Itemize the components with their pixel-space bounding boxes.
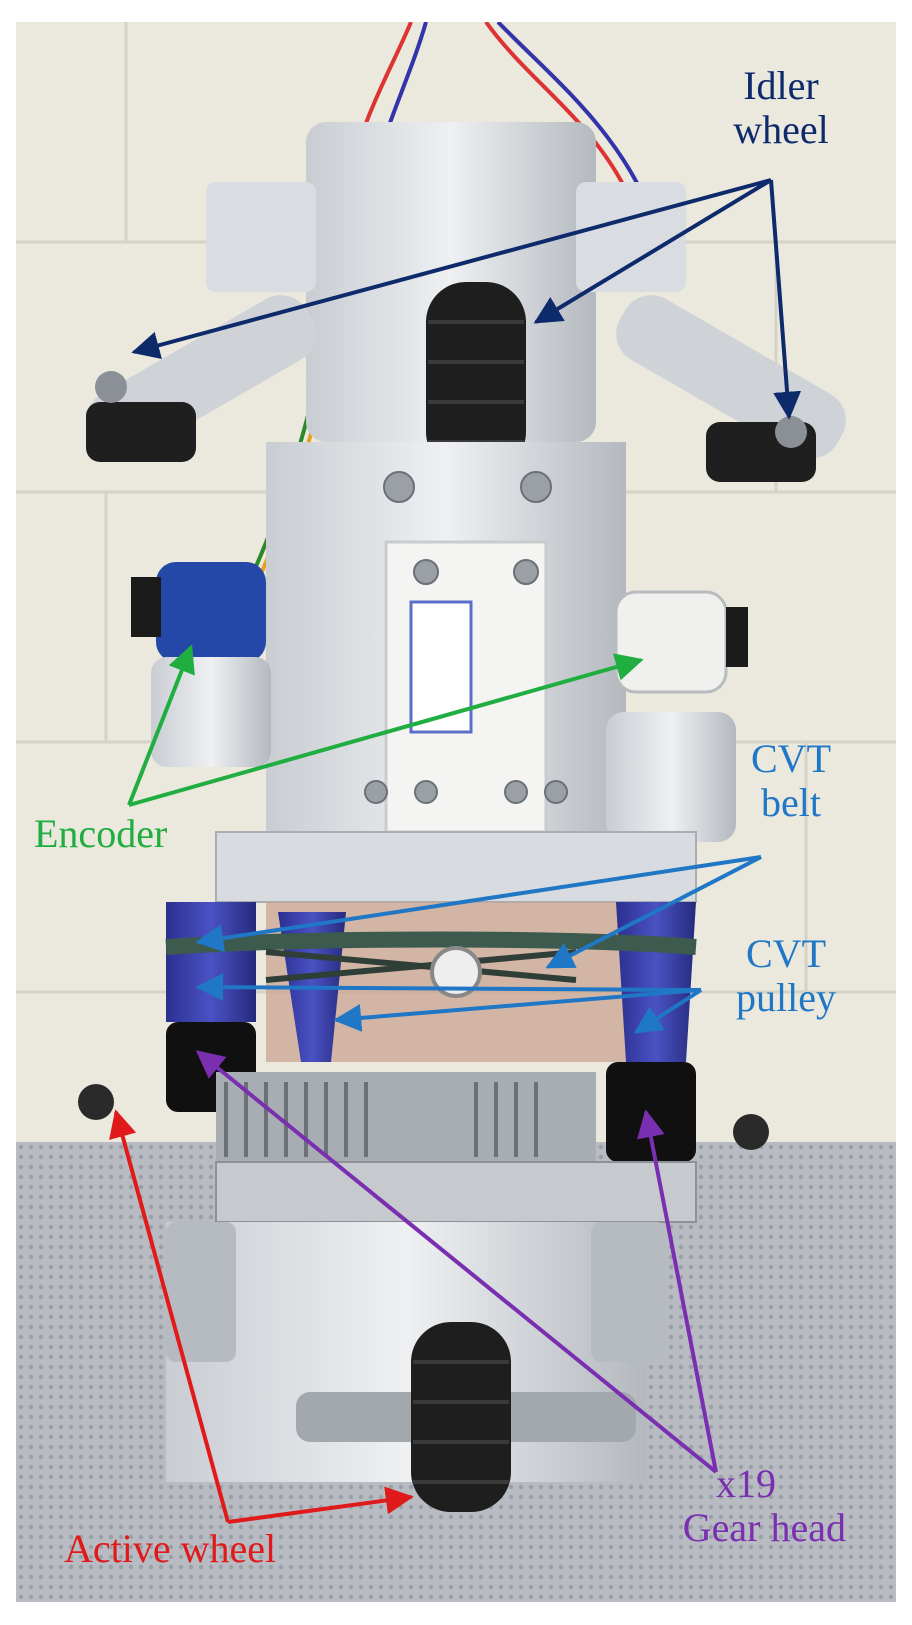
- coupling-right: [591, 1222, 666, 1362]
- active-wheel-arrows: [109, 1109, 414, 1524]
- screws: [364, 471, 568, 804]
- active-wheel: [411, 1322, 511, 1512]
- cvt-pulley-left: [166, 902, 256, 1022]
- cvt-belt-cross: [265, 949, 577, 983]
- lower-body: [166, 1222, 646, 1482]
- pipe-robot-illustration: [16, 22, 896, 1602]
- idler-wheel-label-line2: wheel: [733, 107, 829, 152]
- cvt-belt-arrows: [195, 855, 762, 969]
- coupling-left: [166, 1222, 236, 1362]
- gear-head-arrows: [195, 1050, 718, 1474]
- wheel-right-small: [733, 1114, 769, 1150]
- wheel-left-small: [78, 1084, 114, 1120]
- cvt-belt-label: CVT belt: [721, 737, 861, 825]
- gear-teeth: [224, 1082, 538, 1157]
- cvt-pulley-label: CVT pulley: [706, 932, 866, 1020]
- cvt-belt-band: [165, 931, 697, 955]
- lower-plate: [215, 1161, 697, 1223]
- gear-train: [216, 1072, 596, 1162]
- encoder-left: [131, 562, 271, 767]
- cvt-pulley-label-line2: pulley: [736, 975, 836, 1020]
- cvt-pulley-arrows: [195, 973, 703, 1034]
- upper-plate: [215, 831, 697, 903]
- encoder-arrows: [127, 644, 644, 807]
- idler-arm-left: [86, 295, 316, 462]
- idler-wheel-top: [426, 282, 526, 472]
- idler-wheel-label: Idler wheel: [701, 64, 861, 152]
- cvt-belt-label-line1: CVT: [751, 736, 831, 781]
- encoder-mount-right: [576, 182, 686, 292]
- center-shaft: [430, 946, 482, 998]
- encoder-mount-left: [206, 182, 316, 292]
- cvt-belt-label-line2: belt: [761, 780, 821, 825]
- idler-wheel-arrows: [131, 178, 802, 420]
- encoder-label: Encoder: [34, 811, 168, 856]
- active-wheel-label: Active wheel: [64, 1526, 277, 1571]
- gear-head-label-line2: Gear head: [682, 1505, 846, 1550]
- gear-head-label: x19 Gear head: [626, 1462, 846, 1550]
- cvt-pulley-label-line1: CVT: [746, 931, 826, 976]
- gear-head-label-line1: x19: [716, 1461, 776, 1506]
- robot-photo: Idler wheel Encoder CVT belt CVT pulley …: [16, 22, 896, 1602]
- idler-wheel-label-line1: Idler: [743, 63, 819, 108]
